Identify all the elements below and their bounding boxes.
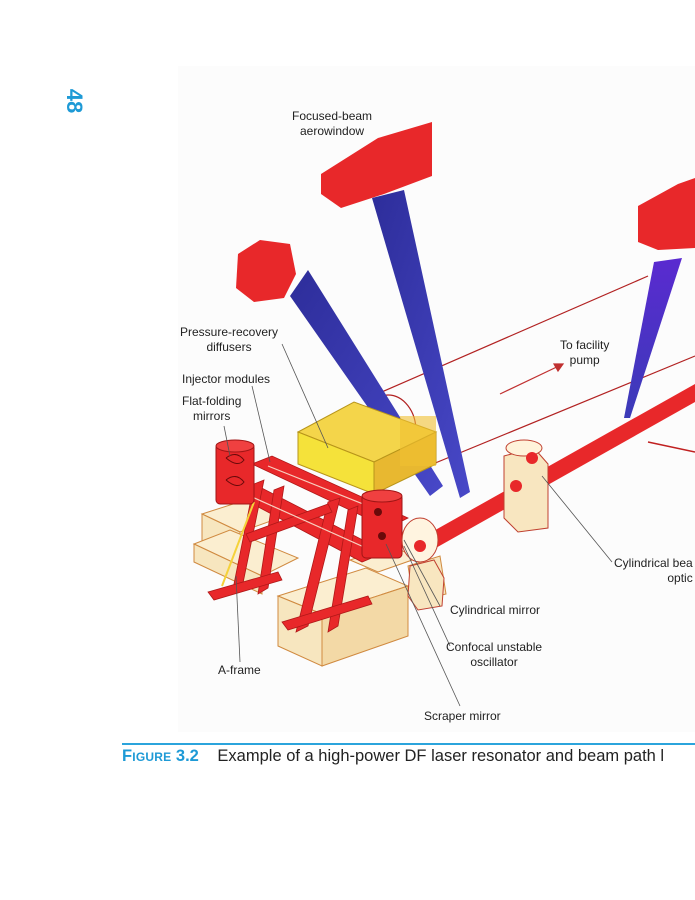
figure-caption: Figure 3.2 Example of a high-power DF la… xyxy=(122,747,695,766)
right-beam-thin xyxy=(647,441,695,453)
laser-beam-right xyxy=(414,384,695,558)
flat-folding-mirror-right xyxy=(361,489,403,559)
right-beam xyxy=(624,258,682,418)
label-flat-folding-mirrors: Flat-folding mirrors xyxy=(182,394,242,423)
label-cylindrical-mirror: Cylindrical mirror xyxy=(450,603,541,617)
caption-rule xyxy=(122,743,695,745)
laser-resonator-figure: Focused-beam aerowindow Pressure-recover… xyxy=(178,66,695,732)
flat-folding-mirror-left xyxy=(215,439,255,505)
leader-lines xyxy=(223,343,613,707)
laser-resonator-drawing xyxy=(178,66,695,732)
caption-figure-number: 3.2 xyxy=(175,747,199,765)
label-to-facility-pump: To facility pump xyxy=(560,338,610,367)
a-frame-highlight xyxy=(221,501,255,587)
label-confocal-unstable-oscillator: Confocal unstable oscillator xyxy=(446,640,543,669)
label-focused-beam-aerowindow: Focused-beam aerowindow xyxy=(292,109,373,138)
caption-figure-label: Figure xyxy=(122,747,172,765)
label-scraper-mirror: Scraper mirror xyxy=(424,709,501,723)
caption-text: Example of a high-power DF laser resonat… xyxy=(217,747,665,765)
cylindrical-beam-optic xyxy=(503,439,549,533)
label-injector-modules: Injector modules xyxy=(182,372,271,386)
right-aerowindow xyxy=(638,178,695,250)
focused-beam xyxy=(372,190,470,498)
focused-beam-aerowindow xyxy=(321,122,432,208)
upper-left-aerowindow xyxy=(236,240,296,302)
page-number: 48 xyxy=(62,88,88,114)
label-cylindrical-beam-optic: Cylindrical bea optic xyxy=(614,556,693,585)
label-a-frame: A-frame xyxy=(218,663,261,677)
pump-arrow xyxy=(499,363,565,395)
label-pressure-recovery-diffusers: Pressure-recovery diffusers xyxy=(180,325,279,354)
